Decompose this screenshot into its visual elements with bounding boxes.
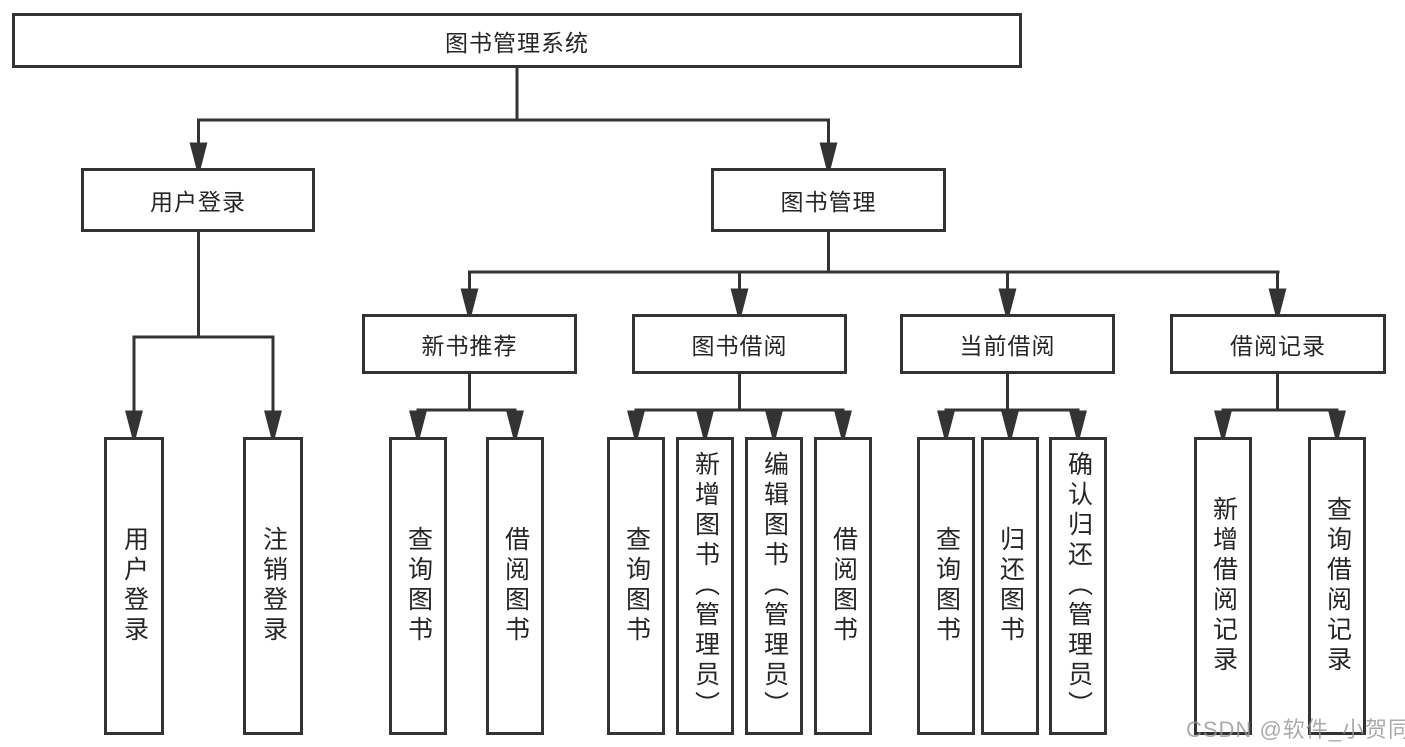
node-book-borrowing: 图书借阅 (632, 314, 847, 374)
leaf-label: 借阅图书 (501, 526, 530, 646)
node-book-management: 图书管理 (711, 168, 946, 232)
leaf-borrow-books-recommend: 借阅图书 (486, 437, 544, 735)
leaf-query-borrow-record: 查询借阅记录 (1308, 437, 1366, 735)
leaf-user-login: 用户登录 (104, 437, 164, 735)
leaf-query-books-borrow: 查询图书 (607, 437, 665, 735)
node-current-borrowing: 当前借阅 (900, 314, 1115, 374)
leaf-query-books-current: 查询图书 (917, 437, 975, 735)
leaf-return-books: 归还图书 (981, 437, 1039, 735)
leaf-confirm-return-admin: 确认归还（管理员） (1049, 437, 1107, 735)
leaf-add-borrow-record: 新增借阅记录 (1194, 437, 1252, 735)
node-new-book-recommendation: 新书推荐 (362, 314, 577, 374)
node-borrowing-records: 借阅记录 (1170, 314, 1386, 374)
node-label: 图书借阅 (691, 333, 788, 359)
leaf-label: 查询图书 (404, 526, 433, 646)
leaf-label: 新增借阅记录 (1209, 496, 1238, 676)
csdn-watermark: CSDN @软件_小贺同学 (1186, 717, 1405, 742)
node-library-management-system: 图书管理系统 (12, 13, 1022, 68)
leaf-label: 查询借阅记录 (1323, 496, 1352, 676)
leaf-label: 用户登录 (120, 526, 149, 646)
leaf-label: 新增图书（管理员） (691, 451, 720, 721)
leaf-label: 编辑图书（管理员） (760, 451, 789, 721)
node-label: 用户登录 (150, 189, 246, 215)
leaf-label: 查询图书 (622, 526, 651, 646)
node-label: 当前借阅 (959, 333, 1056, 359)
node-label: 借阅记录 (1230, 333, 1326, 359)
node-label: 新书推荐 (421, 333, 518, 359)
leaf-edit-books-admin: 编辑图书（管理员） (745, 437, 803, 735)
leaf-label: 借阅图书 (829, 526, 858, 646)
node-label: 图书管理系统 (445, 29, 589, 56)
node-user-login: 用户登录 (81, 168, 315, 232)
leaf-query-books-recommend: 查询图书 (389, 437, 447, 735)
leaf-add-books-admin: 新增图书（管理员） (676, 437, 734, 735)
leaf-label: 确认归还（管理员） (1064, 451, 1093, 721)
leaf-label: 注销登录 (259, 526, 288, 646)
leaf-label: 查询图书 (932, 526, 961, 646)
leaf-borrow-books: 借阅图书 (814, 437, 872, 735)
leaf-label: 归还图书 (996, 526, 1025, 646)
node-label: 图书管理 (780, 189, 877, 215)
leaf-logout: 注销登录 (243, 437, 303, 735)
